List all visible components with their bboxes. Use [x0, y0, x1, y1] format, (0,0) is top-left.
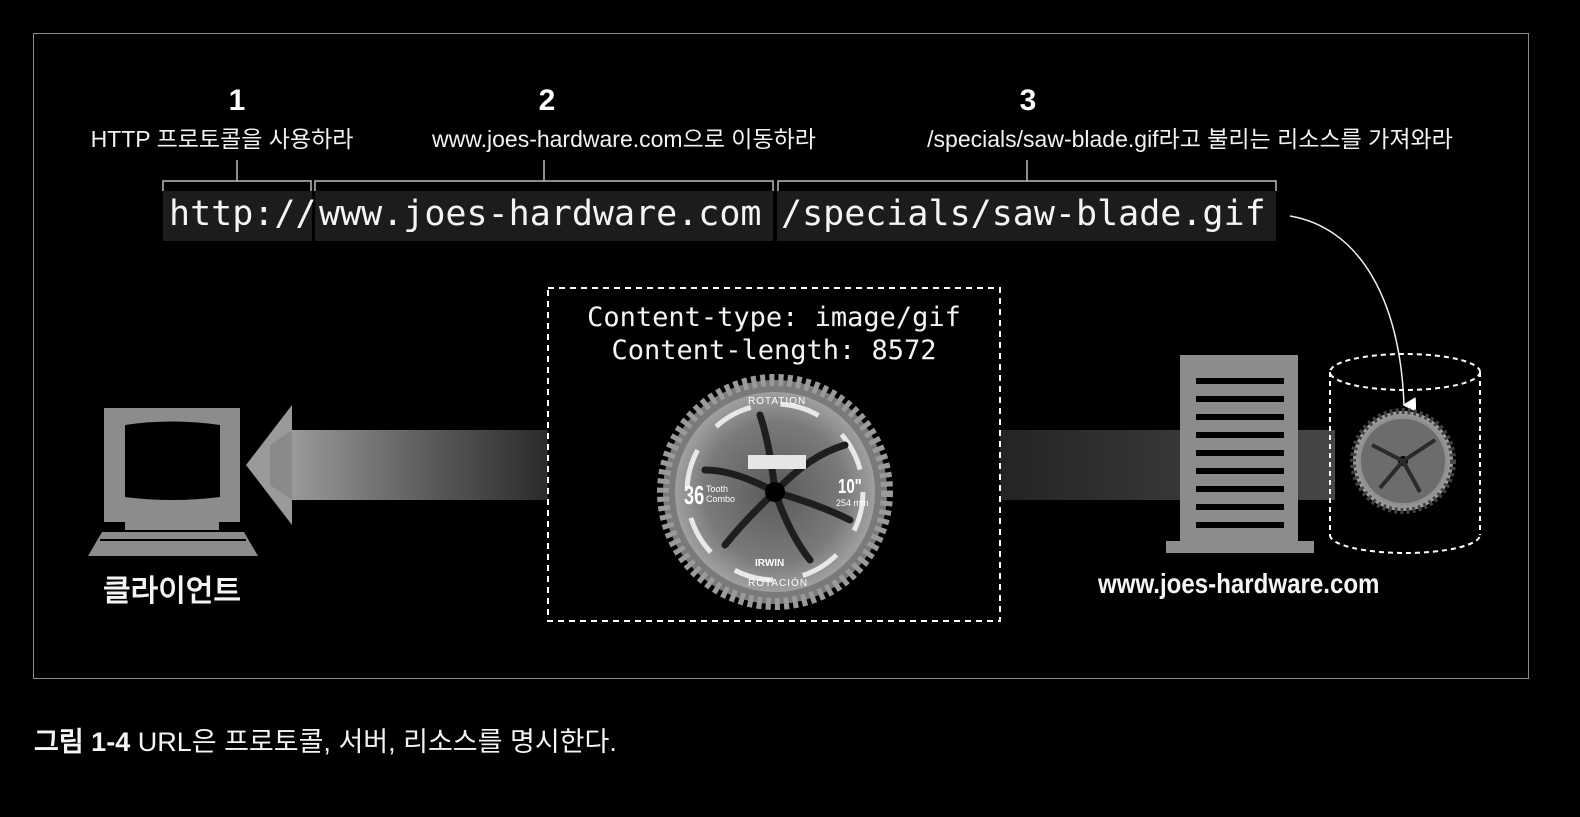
computer-icon	[88, 408, 258, 556]
scheme-number: 1	[228, 84, 246, 117]
figure-caption-text: URL은 프로토콜, 서버, 리소스를 명시한다.	[130, 727, 617, 757]
response-arrow	[246, 405, 548, 525]
scheme-description: HTTP 프로토콜을 사용하라	[90, 126, 354, 152]
saw-blade-teeth: 36	[684, 480, 705, 510]
server-tower-icon	[1166, 355, 1314, 553]
saw-blade-rotation-top: ROTATION	[748, 396, 807, 407]
figure-number: 그림 1-4	[34, 727, 131, 757]
url-scheme: http://	[163, 191, 317, 241]
bracket-path	[777, 160, 1277, 191]
server-label: www.joes-hardware.com	[1098, 568, 1380, 599]
small-saw-blade-image	[1350, 408, 1456, 514]
path-number: 3	[1019, 84, 1037, 117]
url-host: www.joes-hardware.com	[315, 191, 773, 241]
saw-blade-size-mm: 254 mm	[836, 498, 869, 508]
saw-blade-image	[657, 374, 893, 610]
saw-blade-teeth-label: Tooth Combo	[706, 484, 736, 504]
resource-pointer-arrow	[1289, 215, 1417, 413]
saw-blade-brand: IRWIN	[755, 558, 785, 569]
host-number: 2	[538, 84, 556, 117]
saw-blade-size: 10"	[838, 476, 862, 498]
diagram-frame	[33, 33, 1529, 679]
figure-caption: 그림 1-4 URL은 프로토콜, 서버, 리소스를 명시한다.	[34, 720, 617, 759]
resource-store-icon	[1329, 353, 1481, 554]
client-label: 클라이언트	[103, 575, 241, 608]
host-description: www.joes-hardware.com으로 이동하라	[432, 126, 816, 152]
path-description: /specials/saw-blade.gif라고 불리는 리소스를 가져와라	[927, 126, 1453, 152]
bracket-scheme	[162, 160, 312, 191]
content-type-header: Content-type: image/gif	[587, 302, 961, 333]
url-path: /specials/saw-blade.gif	[777, 191, 1276, 241]
saw-blade-rotation-bottom: ROTACIÓN	[748, 578, 809, 589]
content-length-header: Content-length: 8572	[611, 335, 937, 366]
bracket-host	[314, 160, 774, 191]
